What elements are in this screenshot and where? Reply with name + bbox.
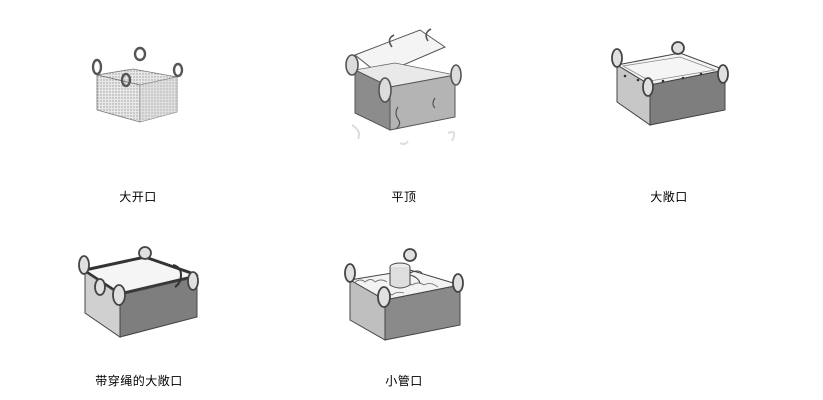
flat-top-lid-bag-icon bbox=[345, 28, 462, 146]
open-top-bag-icon bbox=[91, 46, 184, 123]
bag-item-wide-open-cord bbox=[75, 245, 205, 345]
bag-item-wide-open bbox=[605, 40, 735, 135]
bag-item-flat-top bbox=[340, 25, 470, 155]
bag-item-open-top bbox=[85, 40, 195, 130]
caption-open-top: 大开口 bbox=[119, 190, 157, 204]
caption-wide-open: 大敞口 bbox=[650, 190, 688, 204]
wide-open-top-bag-icon bbox=[611, 41, 729, 126]
wide-open-top-with-cord-bag-icon bbox=[78, 246, 200, 338]
bag-item-small-spout bbox=[340, 245, 470, 345]
caption-small-spout: 小管口 bbox=[385, 374, 423, 388]
caption-wide-open-cord: 带穿绳的大敞口 bbox=[95, 374, 183, 388]
small-spout-bag-icon bbox=[344, 248, 464, 341]
caption-flat-top: 平顶 bbox=[391, 190, 417, 204]
